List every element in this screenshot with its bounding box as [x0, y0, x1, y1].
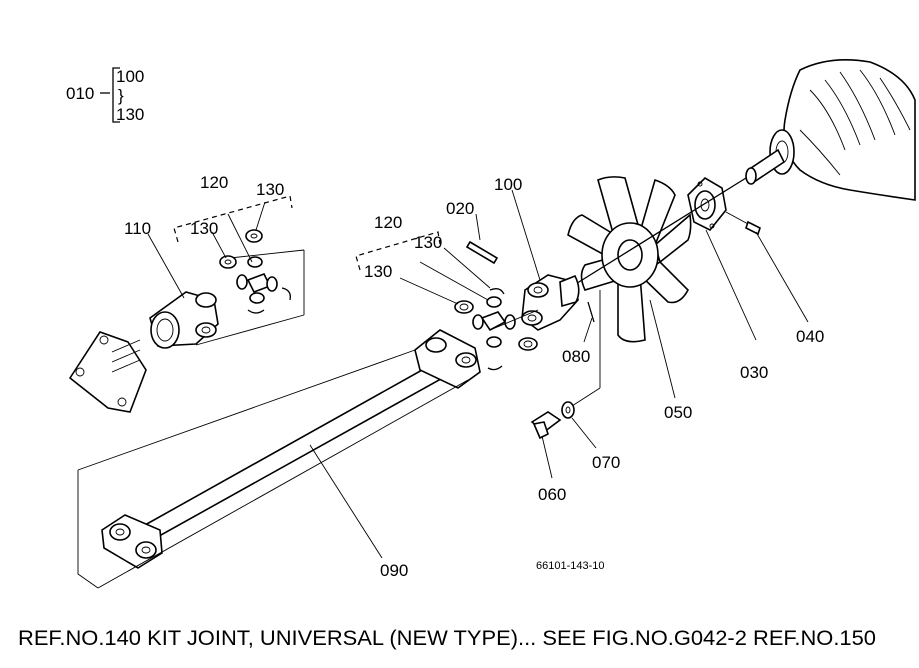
fan-050 — [567, 176, 692, 343]
drawing-number: 66101-143-10 — [536, 560, 605, 572]
callout-labels: 110 120 130 130 120 130 130 020 100 080 … — [124, 173, 824, 580]
callout-120-right: 120 — [374, 213, 402, 232]
snap-ring-left-2 — [247, 309, 265, 314]
callout-130-right-a: 130 — [414, 233, 442, 252]
shaft-axis — [565, 177, 747, 291]
bearing-cap-right-2 — [518, 337, 538, 351]
callout-130-left-a: 130 — [256, 180, 284, 199]
drive-shaft-090 — [101, 329, 481, 569]
kit-reference: 010 100 } 130 — [66, 67, 144, 124]
cross-joint-right — [472, 296, 516, 348]
callout-030: 030 — [740, 363, 768, 382]
callout-110: 110 — [124, 219, 151, 238]
kit-range-sep: } — [118, 86, 124, 105]
callout-070: 070 — [592, 453, 620, 472]
callout-040: 040 — [796, 327, 824, 346]
pin-020 — [465, 240, 499, 265]
engine-housing — [745, 58, 916, 201]
leader-lines — [147, 189, 809, 559]
snap-ring-right-1 — [489, 288, 505, 295]
kit-bracket-left — [173, 195, 293, 243]
assembly-outline — [77, 470, 99, 589]
yoke-100 — [521, 274, 580, 331]
bolt-060 — [530, 411, 562, 440]
kit-range-bottom: 130 — [116, 105, 144, 124]
kit-ref-number: 010 — [66, 84, 94, 103]
snap-ring-right-2 — [487, 365, 503, 371]
bearing-cap-right-1 — [454, 300, 474, 314]
pulley-flange-030 — [687, 176, 727, 232]
flange-yoke-110 — [149, 291, 219, 349]
bolt-040 — [725, 211, 761, 236]
bearing-cap-left-2 — [219, 255, 237, 269]
callout-080: 080 — [562, 347, 590, 366]
snap-ring-left-1 — [281, 287, 291, 301]
kit-bracket-right — [355, 231, 441, 271]
callout-100: 100 — [494, 175, 522, 194]
footnote-caption: REF.NO.140 KIT JOINT, UNIVERSAL (NEW TYP… — [18, 627, 876, 650]
callout-120-left: 120 — [200, 173, 228, 192]
callout-130-left-b: 130 — [190, 219, 218, 238]
callout-090: 090 — [380, 561, 408, 580]
washer-070 — [561, 401, 575, 419]
callout-050: 050 — [664, 403, 692, 422]
callout-130-right-b: 130 — [364, 262, 392, 281]
cotter-pin-080 — [587, 301, 595, 323]
callout-060: 060 — [538, 485, 566, 504]
mount-plate — [68, 331, 147, 413]
callout-020: 020 — [446, 199, 474, 218]
bearing-cap-left-1 — [245, 229, 263, 243]
cross-joint-left — [236, 256, 278, 304]
kit-range-top: 100 — [116, 67, 144, 86]
